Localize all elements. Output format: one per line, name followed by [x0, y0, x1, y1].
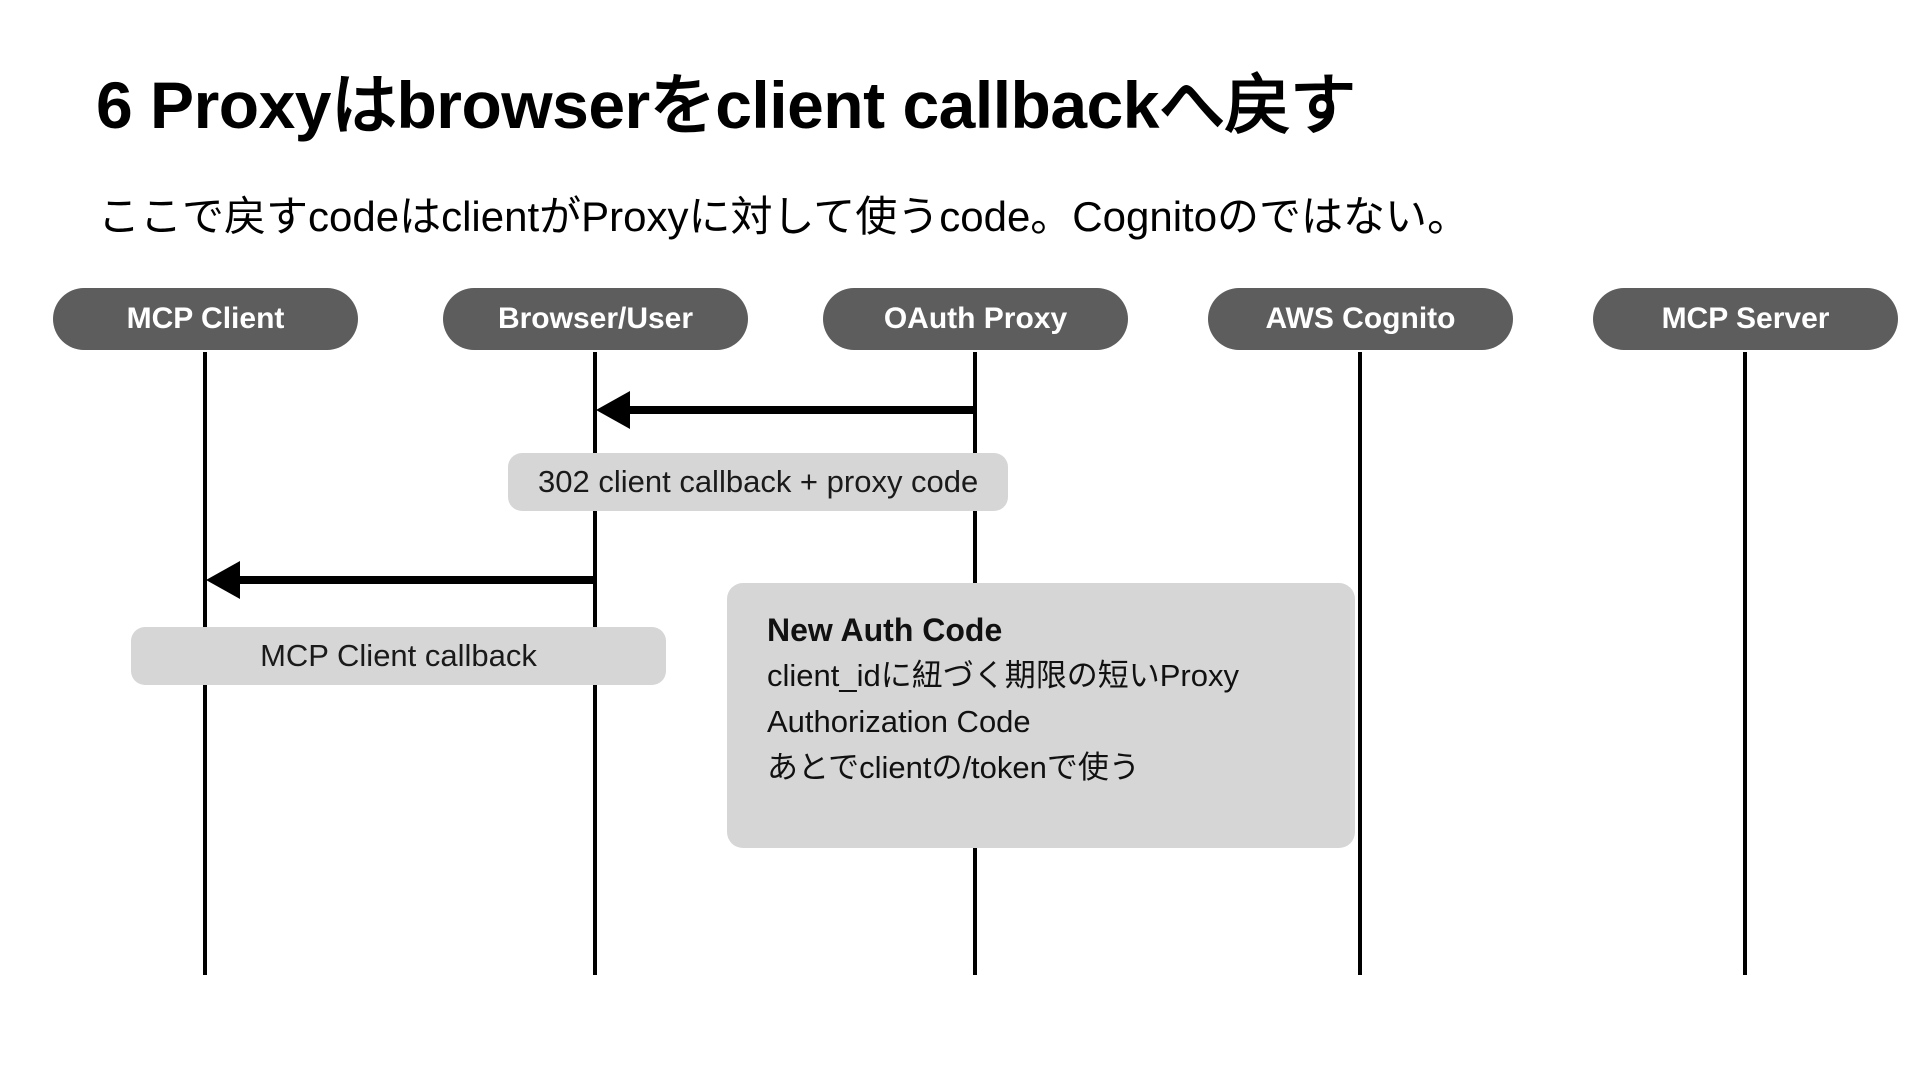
participant-label-mcp-client: MCP Client — [126, 302, 285, 335]
participant-browser-user[interactable]: Browser/User — [443, 288, 748, 350]
arrow-302-client-callback — [628, 406, 975, 414]
note-title-new-auth-code: New Auth Code — [767, 612, 1003, 648]
arrow-head-mcp-client-callback — [206, 561, 240, 599]
message-text-302-client-callback: 302 client callback + proxy code — [538, 464, 979, 499]
participant-label-oauth-proxy: OAuth Proxy — [883, 302, 1068, 335]
arrow-mcp-client-callback — [238, 576, 595, 584]
lifeline-mcp-server — [1743, 352, 1747, 975]
message-label-302-client-callback: 302 client callback + proxy code — [508, 453, 1009, 511]
participant-label-mcp-server: MCP Server — [1661, 302, 1830, 335]
participant-mcp-client[interactable]: MCP Client — [53, 288, 358, 350]
arrow-head-302-client-callback — [596, 391, 630, 429]
note-line-1: client_idに紐づく期限の短いProxy — [767, 658, 1239, 694]
note-line-3: あとでclientの/tokenで使う — [767, 750, 1140, 786]
lifeline-aws-cognito — [1358, 352, 1362, 975]
message-label-mcp-client-callback: MCP Client callback — [131, 627, 666, 685]
participant-label-aws-cognito: AWS Cognito — [1265, 302, 1456, 335]
page-subtitle: ここで戻すcodeはclientがProxyに対して使うcode。Cognito… — [98, 193, 1470, 240]
note-line-2: Authorization Code — [767, 704, 1031, 740]
participant-mcp-server[interactable]: MCP Server — [1593, 288, 1898, 350]
participant-aws-cognito[interactable]: AWS Cognito — [1208, 288, 1513, 350]
page-title: 6 Proxyはbrowserをclient callbackへ戻す — [96, 68, 1356, 142]
participant-label-browser-user: Browser/User — [497, 302, 694, 335]
message-text-mcp-client-callback: MCP Client callback — [260, 638, 537, 673]
participant-oauth-proxy[interactable]: OAuth Proxy — [823, 288, 1128, 350]
note-new-auth-code: New Auth Code client_idに紐づく期限の短いProxy Au… — [727, 583, 1355, 848]
